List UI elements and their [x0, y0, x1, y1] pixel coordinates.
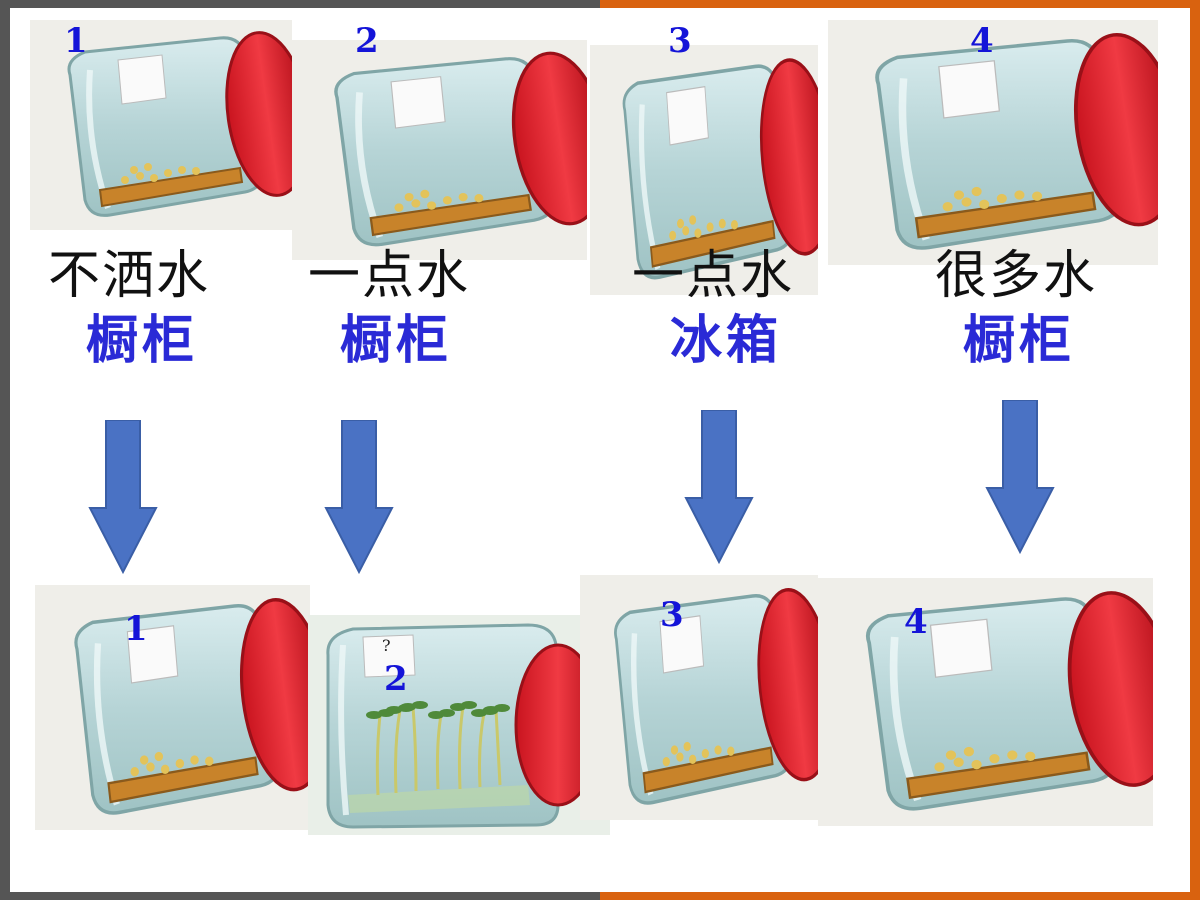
place-label-2: 橱柜	[340, 311, 453, 371]
down-arrow-icon	[324, 420, 394, 575]
jar-icon	[292, 40, 587, 260]
place-label-4: 橱柜	[963, 311, 1076, 371]
jar-photo-3-after	[580, 575, 818, 820]
jar-photo-3-before	[590, 45, 818, 295]
frame-bottom-right	[600, 892, 1200, 900]
jar-photo-2-after	[308, 615, 610, 835]
jar-icon	[580, 575, 818, 820]
water-label-2: 一点水	[308, 246, 471, 306]
water-label-3: 一点水	[632, 246, 795, 306]
jar-photo-2-before	[292, 40, 587, 260]
top-number-3: 3	[668, 21, 692, 61]
jar-icon	[35, 585, 310, 830]
top-number-4: 4	[970, 21, 994, 61]
jar-icon	[818, 578, 1153, 826]
frame-right	[1190, 0, 1200, 900]
place-label-3: 冰箱	[670, 311, 783, 371]
top-number-2: 2	[355, 21, 379, 61]
jar-photo-1-after	[35, 585, 310, 830]
bottom-number-3: 3	[660, 595, 684, 635]
sprouts-icon	[326, 623, 602, 829]
frame-top-left	[0, 0, 600, 8]
jar-photo-4-before	[828, 20, 1158, 265]
bottom-number-4: 4	[904, 602, 928, 642]
frame-top-right	[600, 0, 1200, 8]
place-label-1: 橱柜	[86, 311, 199, 371]
bottom-number-2: 2	[384, 659, 408, 699]
bottom-number-1: 1	[124, 609, 148, 649]
jar-photo-1-before	[30, 20, 292, 230]
jar-photo-4-after	[818, 578, 1153, 826]
down-arrow-icon	[684, 410, 754, 565]
top-number-1: 1	[64, 21, 88, 61]
down-arrow-icon	[88, 420, 158, 575]
frame-left	[0, 0, 10, 900]
question-note: ?	[382, 636, 391, 655]
water-label-1: 不洒水	[48, 246, 211, 306]
frame-bottom-left	[0, 892, 600, 900]
down-arrow-icon	[985, 400, 1055, 555]
water-label-4: 很多水	[935, 246, 1098, 306]
